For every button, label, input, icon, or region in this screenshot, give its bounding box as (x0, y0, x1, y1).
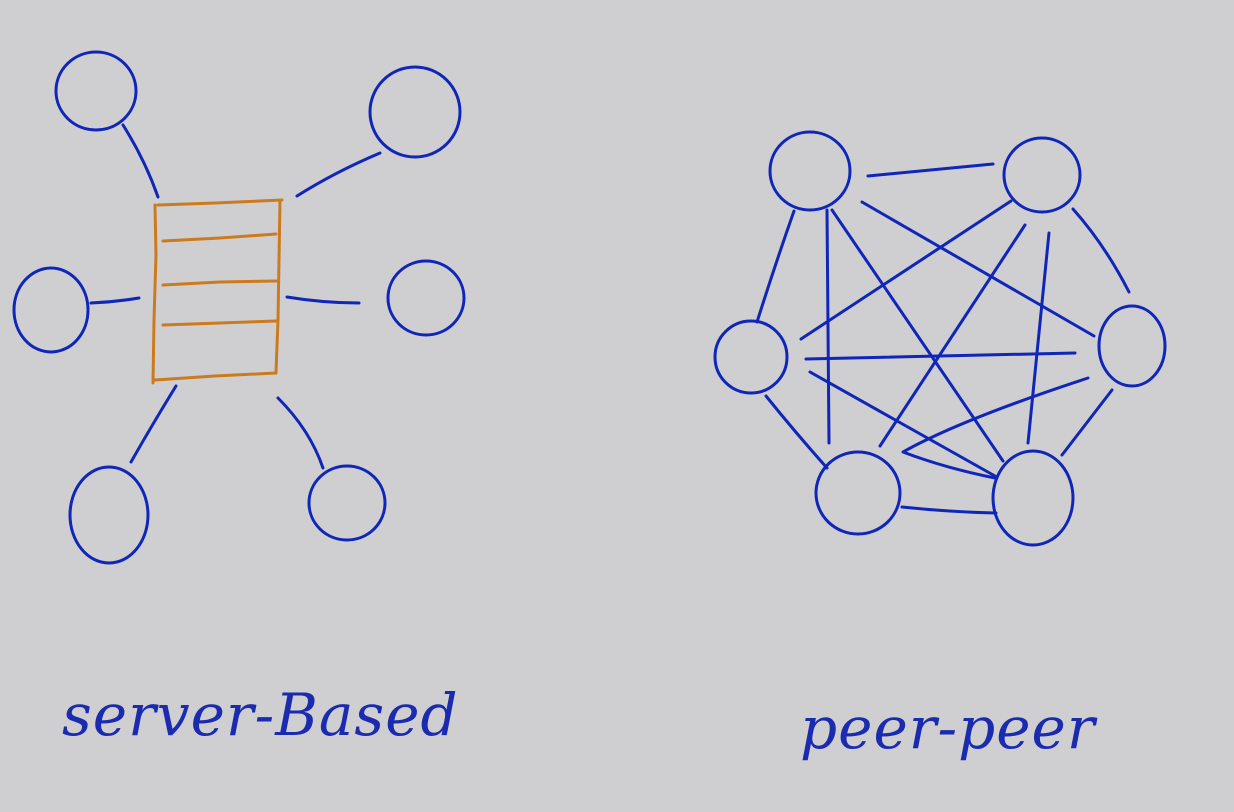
client-node-top-left (54, 50, 138, 132)
server-box (151, 198, 284, 385)
peer-connections (755, 162, 1131, 515)
peer-node-3 (713, 319, 789, 395)
peer-node-2 (1002, 136, 1082, 214)
client-node-bottom-right (307, 464, 387, 542)
server-based-diagram (12, 50, 466, 565)
client-node-middle-left (12, 266, 90, 354)
peer-node-1 (768, 130, 852, 212)
client-node-bottom-left (68, 465, 150, 565)
client-node-middle-right (386, 259, 466, 337)
peer-peer-label: peer-peer (800, 694, 1098, 762)
server-connections (89, 123, 382, 470)
server-based-label: server-Based (62, 681, 459, 749)
peer-node-4 (1097, 304, 1167, 388)
peer-peer-diagram (713, 130, 1167, 547)
client-node-top-right (368, 65, 462, 159)
peer-node-6 (991, 449, 1075, 547)
peer-node-5 (814, 450, 902, 536)
